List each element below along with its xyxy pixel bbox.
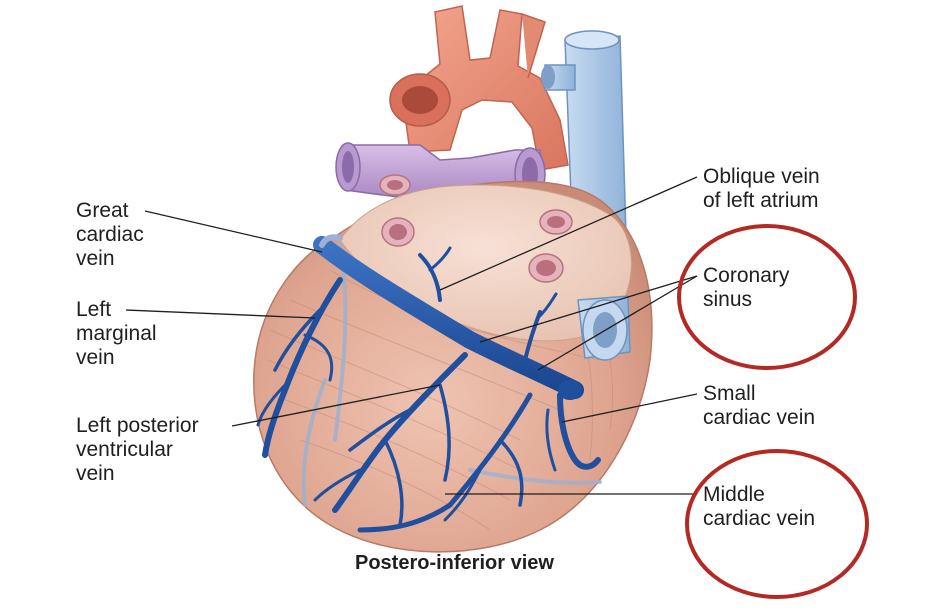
cardiac-veins (256, 236, 601, 533)
middle-cardiac-vein (357, 392, 533, 533)
highlight-circle-coronary-sinus (677, 224, 857, 370)
leader-lines (125, 176, 698, 495)
oblique-vein (418, 253, 442, 302)
label-coronary-sinus: Coronary sinus (703, 264, 790, 311)
label-great-cardiac-vein: Great cardiac vein (76, 199, 144, 270)
inferior-vena-cava (577, 295, 631, 361)
figure-caption: Postero-inferior view (355, 552, 554, 574)
small-cardiac-vein (557, 392, 601, 470)
highlight-circle-middle-cardiac (685, 449, 869, 599)
highlight-circles (677, 224, 869, 599)
coronary-sinus-trunk (313, 236, 584, 399)
pulmonary-veins (379, 174, 573, 283)
label-middle-cardiac-vein: Middle cardiac vein (703, 483, 816, 530)
label-left-marginal-vein: Left marginal vein (76, 298, 157, 369)
label-oblique-vein: Oblique vein of left atrium (703, 165, 820, 212)
aorta (389, 5, 569, 171)
label-small-cardiac-vein: Small cardiac vein (703, 382, 816, 429)
great-cardiac-vein-pale (319, 234, 343, 248)
coronary-sinus-opening (558, 380, 582, 400)
label-left-posterior-ventricular-vein: Left posterior ventricular vein (76, 414, 199, 485)
